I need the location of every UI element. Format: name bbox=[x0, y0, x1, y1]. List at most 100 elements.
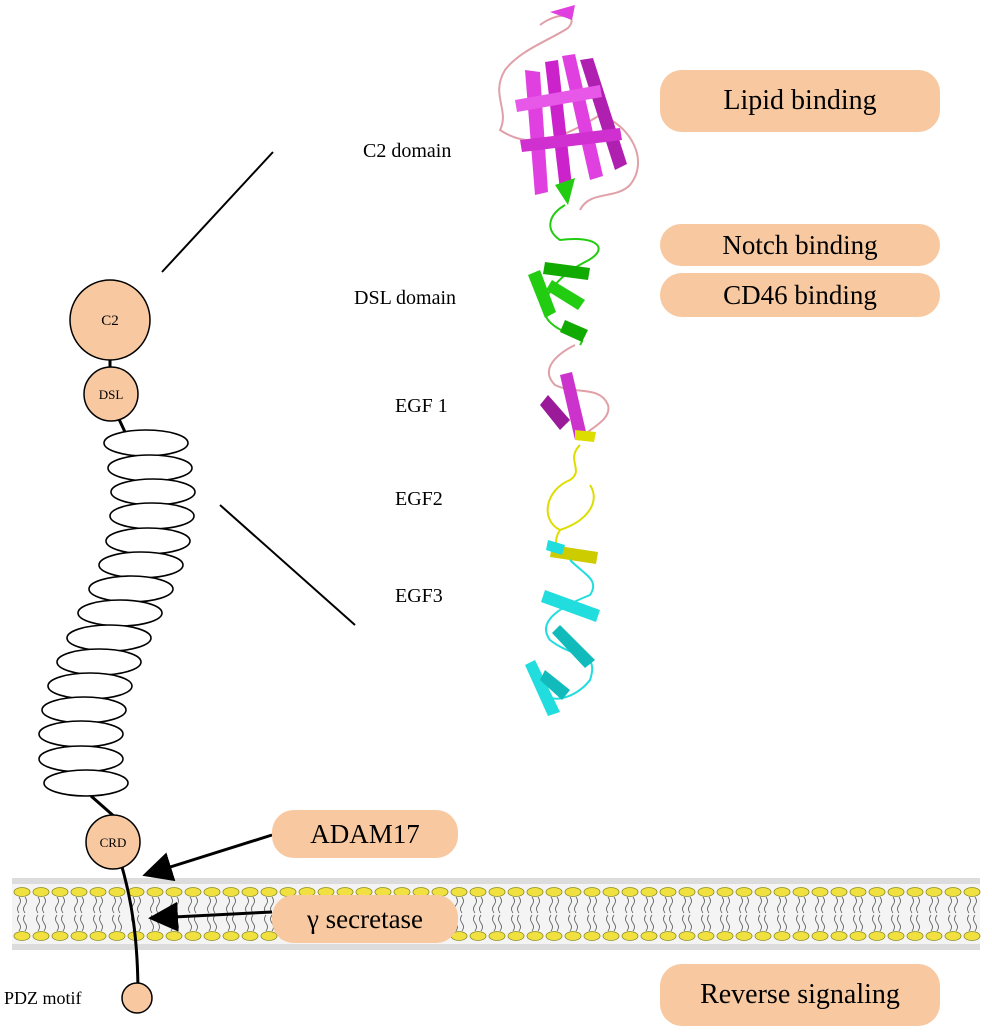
lipid-tail bbox=[93, 896, 103, 932]
lipid-head bbox=[32, 887, 50, 897]
egf-repeat-ellipse bbox=[43, 769, 129, 797]
lipid-head bbox=[716, 931, 734, 941]
lipid-head bbox=[944, 887, 962, 897]
lipid-head bbox=[754, 931, 772, 941]
label-pdz-motif: PDZ motif bbox=[4, 988, 82, 1008]
lipid-head bbox=[13, 887, 31, 897]
lipid-tail bbox=[473, 896, 483, 932]
lipid-head bbox=[640, 887, 658, 897]
lipid-head bbox=[621, 887, 639, 897]
lipid-head bbox=[222, 887, 240, 897]
label-egf1: EGF 1 bbox=[395, 395, 448, 417]
lipid-head bbox=[697, 931, 715, 941]
c2-circle bbox=[69, 279, 151, 361]
crd-circle-label: CRD bbox=[100, 835, 127, 850]
lipid-tail bbox=[682, 896, 692, 932]
lipid-tail bbox=[55, 896, 65, 932]
lipid-head bbox=[849, 887, 867, 897]
lipid-tail bbox=[511, 896, 521, 932]
label-egf2: EGF2 bbox=[395, 488, 443, 510]
label-c2-domain: C2 domain bbox=[363, 140, 452, 162]
lipid-tail bbox=[853, 896, 863, 932]
lipid-head bbox=[906, 887, 924, 897]
lipid-head bbox=[564, 931, 582, 941]
lipid-heads-bottom bbox=[13, 931, 981, 941]
egf-repeat-ellipse bbox=[88, 575, 174, 603]
egf-repeat-ellipse bbox=[47, 672, 133, 700]
lipid-head bbox=[469, 887, 487, 897]
egf-repeat-ellipse bbox=[98, 551, 184, 579]
egf-repeat-ellipse bbox=[38, 745, 124, 773]
egf-repeat-ellipse bbox=[56, 648, 142, 676]
lipid-head bbox=[260, 887, 278, 897]
lipid-head bbox=[89, 887, 107, 897]
lipid-head bbox=[925, 887, 943, 897]
lipid-head bbox=[640, 931, 658, 941]
lipid-head bbox=[108, 931, 126, 941]
lipid-head bbox=[925, 931, 943, 941]
lipid-head bbox=[621, 931, 639, 941]
connector-line-lower bbox=[219, 504, 356, 626]
lipid-tail bbox=[891, 896, 901, 932]
lipid-head bbox=[963, 887, 981, 897]
lipid-tail bbox=[131, 896, 141, 932]
egf-repeat-ellipse bbox=[66, 624, 152, 652]
lipid-head bbox=[773, 931, 791, 941]
lipid-tail bbox=[530, 896, 540, 932]
c2-domain-ribbon bbox=[498, 5, 640, 211]
lipid-head bbox=[583, 887, 601, 897]
lipid-head bbox=[887, 887, 905, 897]
lipid-head bbox=[184, 887, 202, 897]
egf-repeat-ellipse bbox=[103, 429, 189, 457]
lipid-head bbox=[146, 887, 164, 897]
lipid-tail bbox=[454, 896, 464, 932]
egf-repeat-stack bbox=[38, 429, 196, 797]
lipid-head bbox=[830, 931, 848, 941]
lipid-head bbox=[887, 931, 905, 941]
egf-repeat-ellipse bbox=[107, 454, 193, 482]
lipid-tail bbox=[264, 896, 274, 932]
dsl-circle bbox=[83, 366, 139, 422]
lipid-head bbox=[830, 887, 848, 897]
lipid-tail bbox=[568, 896, 578, 932]
pill-lipid-binding: Lipid binding bbox=[660, 70, 940, 132]
lipid-tail bbox=[112, 896, 122, 932]
lipid-tail bbox=[207, 896, 217, 932]
lipid-head bbox=[32, 931, 50, 941]
lipid-head bbox=[678, 931, 696, 941]
lipid-head bbox=[70, 931, 88, 941]
lipid-head bbox=[165, 887, 183, 897]
pill-gamma-secretase: γ secretase bbox=[272, 895, 458, 943]
lipid-head bbox=[70, 887, 88, 897]
cell-membrane bbox=[12, 878, 981, 950]
lipid-tail bbox=[872, 896, 882, 932]
egf3-domain-ribbon bbox=[525, 559, 600, 716]
egf-repeat-ellipse bbox=[105, 527, 191, 555]
lipid-head bbox=[754, 887, 772, 897]
lipid-tail bbox=[644, 896, 654, 932]
lipid-head bbox=[792, 931, 810, 941]
lipid-tail bbox=[834, 896, 844, 932]
lipid-tail bbox=[226, 896, 236, 932]
lipid-head bbox=[222, 931, 240, 941]
lipid-head bbox=[735, 887, 753, 897]
lipid-head bbox=[488, 931, 506, 941]
protein-ribbon-structure bbox=[498, 5, 640, 716]
lipid-tail bbox=[663, 896, 673, 932]
egf-repeat-ellipse bbox=[110, 478, 196, 506]
adam17-arrow bbox=[142, 833, 273, 882]
pill-reverse-signaling: Reverse signaling bbox=[660, 964, 940, 1026]
lipid-head bbox=[51, 887, 69, 897]
lipid-head bbox=[868, 931, 886, 941]
lipid-tail bbox=[587, 896, 597, 932]
pill-notch-binding: Notch binding bbox=[660, 224, 940, 266]
lipid-tail bbox=[948, 896, 958, 932]
lipid-tail bbox=[796, 896, 806, 932]
lipid-head bbox=[716, 887, 734, 897]
lipid-head bbox=[602, 887, 620, 897]
lipid-head bbox=[963, 931, 981, 941]
egf2-domain-ribbon bbox=[546, 444, 598, 564]
lipid-head bbox=[868, 887, 886, 897]
